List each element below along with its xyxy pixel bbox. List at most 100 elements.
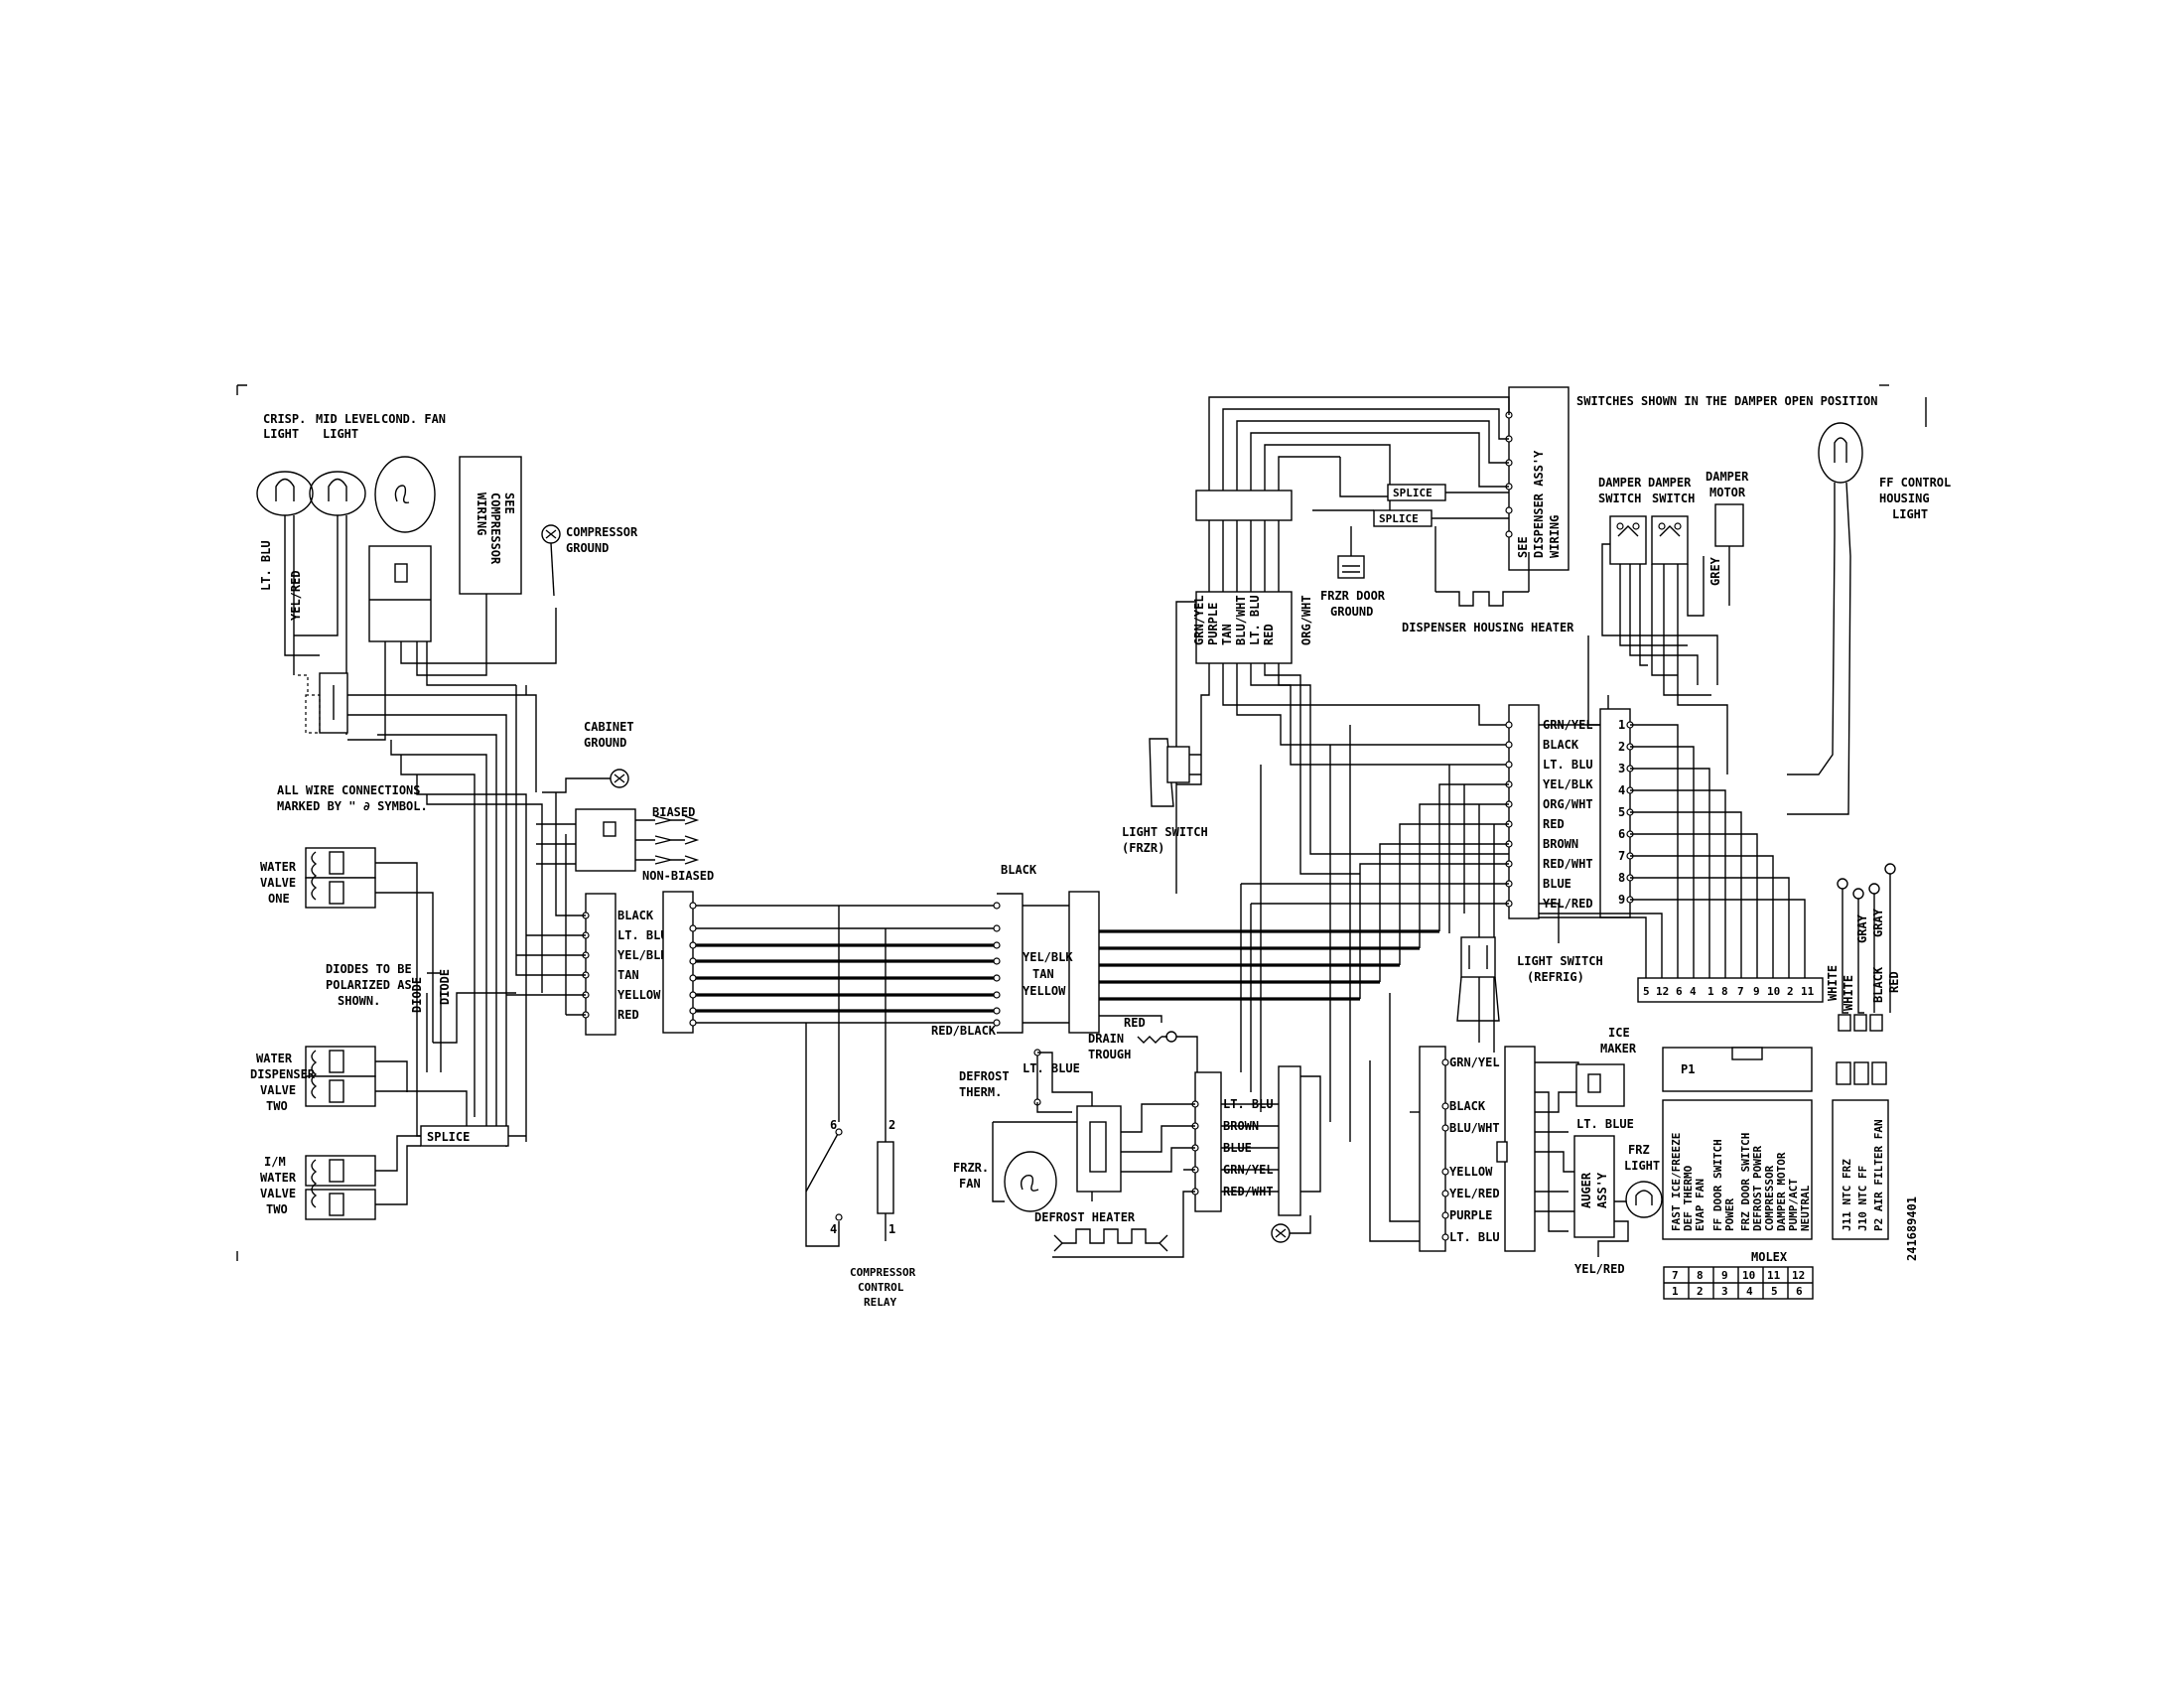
svg-text:7: 7 bbox=[1737, 985, 1744, 998]
board-small-conn-2 bbox=[1853, 1061, 1869, 1085]
diodes-note-3: SHOWN. bbox=[338, 994, 380, 1008]
mid-left-connector bbox=[662, 891, 694, 1034]
svg-text:PUMP/ACT: PUMP/ACT bbox=[1787, 1179, 1800, 1231]
splice-top-1-label: SPLICE bbox=[1393, 487, 1433, 499]
harness-pins bbox=[689, 902, 1001, 1027]
comp-relay-label-1: COMPRESSOR bbox=[850, 1266, 916, 1279]
svg-text:8: 8 bbox=[1697, 1269, 1704, 1282]
cond-fan-control-block bbox=[368, 545, 432, 642]
ice-maker-connector bbox=[1504, 1046, 1536, 1252]
svg-text:9: 9 bbox=[1721, 1269, 1728, 1282]
svg-text:ASS'Y: ASS'Y bbox=[1595, 1172, 1609, 1208]
top-connector-1 bbox=[1195, 490, 1293, 521]
harness-wires bbox=[693, 905, 1439, 1024]
ice-wire-label-2: BLU/WHT bbox=[1449, 1121, 1500, 1135]
im-water-valve-two-label-3: VALVE bbox=[260, 1187, 296, 1200]
left-connector-feed-wires bbox=[506, 685, 586, 1016]
right-wire-label-2: LT. BLU bbox=[1543, 758, 1593, 772]
svg-text:COMPRESSOR: COMPRESSOR bbox=[488, 492, 502, 565]
ice-wire-label-1: BLACK bbox=[1449, 1099, 1486, 1113]
biased-plug bbox=[575, 808, 700, 872]
defrost-therm-label-2: THERM. bbox=[959, 1085, 1002, 1099]
ff-control-light-label-2: HOUSING bbox=[1879, 492, 1930, 505]
damper-switch-2-label-1: DAMPER bbox=[1648, 476, 1692, 490]
harness-black-label: BLACK bbox=[1001, 863, 1037, 877]
drain-trough-heater bbox=[1137, 1031, 1198, 1072]
defrost-heater-icon bbox=[1052, 1169, 1195, 1258]
yel-red-bottom-label: YEL/RED bbox=[1574, 1262, 1625, 1276]
defrost-therm-lt-blue: LT. BLUE bbox=[1023, 1061, 1080, 1075]
board-connector-row bbox=[1637, 977, 1824, 1003]
auger-assy-box bbox=[1573, 1135, 1615, 1238]
frz-light-bulb bbox=[1597, 1181, 1663, 1257]
compressor-wiring-box bbox=[459, 456, 522, 595]
diodes-note-2: POLARIZED AS bbox=[326, 978, 412, 992]
svg-text:SEE: SEE bbox=[502, 492, 516, 514]
all-wire-note-2: MARKED BY " ∂ SYMBOL. bbox=[277, 799, 428, 813]
board-pin-labels: 5 12 6 4 1 8 7 9 10 2 11 bbox=[1643, 985, 1815, 998]
damper-switch-2-label-2: SWITCH bbox=[1652, 492, 1695, 505]
frzr-fan-label-2: FAN bbox=[959, 1177, 981, 1191]
svg-text:GRN/YEL: GRN/YEL bbox=[1192, 595, 1206, 645]
ice-wire-label-5: PURPLE bbox=[1449, 1208, 1492, 1222]
svg-text:5: 5 bbox=[1618, 805, 1625, 819]
svg-text:DISPENSER ASS'Y: DISPENSER ASS'Y bbox=[1532, 450, 1546, 558]
drain-trough-label-2: TROUGH bbox=[1088, 1048, 1131, 1061]
crisp-light-label-1: CRISP. bbox=[263, 412, 306, 426]
im-water-valve-two-label-1: I/M bbox=[264, 1155, 286, 1169]
molex-top-row: 7 8 9 10 11 12 bbox=[1672, 1269, 1805, 1282]
svg-text:12: 12 bbox=[1792, 1269, 1805, 1282]
svg-text:2: 2 bbox=[1787, 985, 1794, 998]
left-wire-label-5: RED bbox=[617, 1008, 639, 1022]
top-org-wht-label: ORG/WHT bbox=[1299, 595, 1313, 645]
harness-tan-label: TAN bbox=[1032, 967, 1054, 981]
svg-text:RED: RED bbox=[1262, 624, 1276, 645]
defrost-heater-label: DEFROST HEATER bbox=[1034, 1210, 1136, 1224]
svg-text:7: 7 bbox=[1618, 849, 1625, 863]
grey-label: GREY bbox=[1708, 556, 1722, 586]
control-board-functions bbox=[1662, 1099, 1813, 1240]
ice-wire-label-6: LT. BLU bbox=[1449, 1230, 1500, 1244]
relay-pin-4: 4 bbox=[830, 1222, 837, 1236]
diodes-note-1: DIODES TO BE bbox=[326, 962, 412, 976]
ice-wire-label-3: YELLOW bbox=[1449, 1165, 1493, 1179]
damper-switch-1-label-1: DAMPER bbox=[1598, 476, 1642, 490]
top-connector-wire-labels: GRN/YEL PURPLE TAN BLU/WHT LT. BLU RED bbox=[1192, 595, 1276, 645]
water-dispenser-valve-two-label-4: TWO bbox=[266, 1099, 288, 1113]
valve-wires bbox=[375, 862, 526, 1205]
svg-text:J11 NTC FRZ: J11 NTC FRZ bbox=[1841, 1159, 1853, 1231]
svg-text:COMPRESSOR: COMPRESSOR bbox=[1763, 1165, 1776, 1231]
control-function-labels-2: J11 NTC FRZ J10 NTC FF P2 AIR FILTER FAN bbox=[1841, 1119, 1885, 1231]
damper-switch-1 bbox=[1609, 515, 1647, 565]
svg-text:4: 4 bbox=[1690, 985, 1697, 998]
comp-relay-label-2: CONTROL bbox=[858, 1281, 904, 1294]
right-wire-label-7: RED/WHT bbox=[1543, 857, 1593, 871]
non-biased-label: NON-BIASED bbox=[642, 869, 714, 883]
light-switch-refrig-label-1: LIGHT SWITCH bbox=[1517, 954, 1603, 968]
board-wire-gray-2: GRAY bbox=[1871, 908, 1885, 937]
board-wire-white-1: WHITE bbox=[1826, 965, 1840, 1001]
yel-red-vertical-label: YEL/RED bbox=[289, 570, 303, 621]
evap-control-inner bbox=[1089, 1121, 1107, 1173]
frz-door-ground-label-1: FRZR DOOR bbox=[1320, 589, 1386, 603]
ice-connector-block bbox=[1419, 1046, 1446, 1252]
svg-text:SEE: SEE bbox=[1516, 536, 1530, 558]
damper-motor-label-2: MOTOR bbox=[1709, 486, 1746, 499]
water-valve-one-label-3: ONE bbox=[268, 892, 290, 906]
comp-relay-label-3: RELAY bbox=[864, 1296, 896, 1309]
ice-maker-label-2: MAKER bbox=[1600, 1042, 1637, 1055]
compressor-control-relay bbox=[805, 906, 894, 1247]
cond-fan-control-switch bbox=[394, 563, 408, 583]
im-water-valve-two-label-4: TWO bbox=[266, 1202, 288, 1216]
compressor-wiring-text: SEE COMPRESSOR WIRING bbox=[475, 492, 516, 565]
ice-maker-lt-blue: LT. BLUE bbox=[1576, 1117, 1634, 1131]
molex-bottom-row: 1 2 3 4 5 6 bbox=[1672, 1285, 1803, 1298]
damper-switch-1-label-2: SWITCH bbox=[1598, 492, 1641, 505]
top-connector-2 bbox=[1195, 591, 1293, 664]
svg-text:3: 3 bbox=[1721, 1285, 1728, 1298]
right-wire-label-8: BLUE bbox=[1543, 877, 1571, 891]
svg-text:5: 5 bbox=[1643, 985, 1650, 998]
cabinet-ground-label-1: CABINET bbox=[584, 720, 634, 734]
damper-switch-internals bbox=[1616, 522, 1682, 537]
dispenser-housing-heater-icon bbox=[1434, 526, 1530, 607]
